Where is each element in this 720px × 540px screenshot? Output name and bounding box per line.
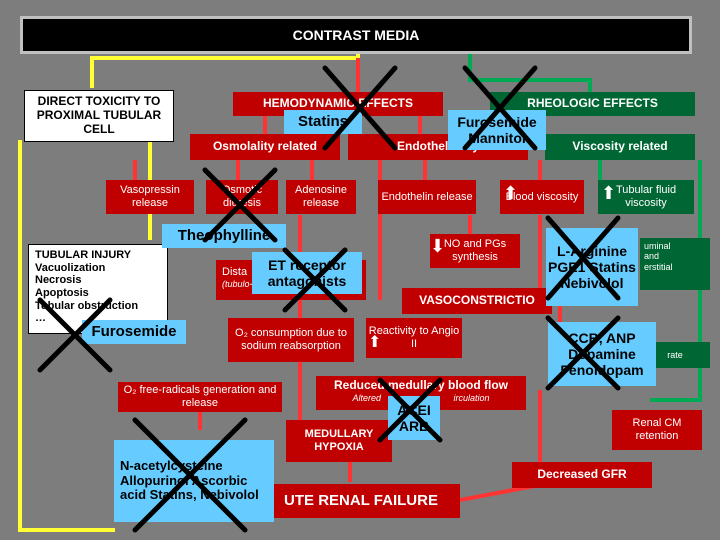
osmolality-text: Osmolality related bbox=[212, 139, 318, 154]
adenosine-box: Adenosine release bbox=[286, 180, 356, 214]
x-mark-icon bbox=[545, 315, 621, 391]
yellow-connector bbox=[18, 140, 115, 532]
direct-toxicity-text: DIRECT TOXICITY TO PROXIMAL TUBULAR CELL bbox=[36, 94, 162, 136]
acute-failure-text: UTE RENAL FAILURE bbox=[284, 492, 438, 510]
vasoconstriction-box: VASOCONSTRICTIO bbox=[402, 288, 552, 314]
o2-consumption-box: O₂ consumption due to sodium reabsorptio… bbox=[228, 318, 354, 362]
viscosity-related-text: Viscosity related bbox=[572, 139, 668, 154]
endothelin-box: Endothelin release bbox=[378, 180, 476, 214]
tubulo-text: (tubulo- bbox=[222, 278, 253, 289]
green-connector bbox=[468, 50, 592, 92]
x-mark-icon bbox=[37, 297, 113, 373]
x-mark-icon bbox=[322, 65, 398, 151]
rate-text: rate bbox=[667, 349, 683, 360]
tubular-injury-item: Tubular obstruction bbox=[35, 299, 139, 312]
distal-text: Dista bbox=[222, 266, 248, 278]
statins-overlay: Statins bbox=[284, 110, 362, 134]
x-mark-icon bbox=[202, 167, 278, 243]
circulation-text: irculation bbox=[453, 392, 490, 403]
nac-overlay: N-acetylcysteine Allopurinol Ascorbic ac… bbox=[114, 440, 274, 522]
decreased-gfr-text: Decreased GFR bbox=[537, 467, 627, 482]
free-radicals-box: O₂ free-radicals generation and release bbox=[118, 382, 282, 412]
direct-toxicity-box: DIRECT TOXICITY TO PROXIMAL TUBULAR CELL bbox=[24, 90, 174, 142]
adenosine-text: Adenosine release bbox=[295, 184, 347, 209]
x-mark-icon bbox=[282, 247, 348, 313]
x-mark-icon bbox=[377, 377, 443, 443]
altered-text: Altered bbox=[352, 392, 381, 403]
up-arrow-icon: ⬆ bbox=[503, 183, 519, 203]
hemodynamic-effects-text: HEMODYNAMIC EFFECTS bbox=[263, 96, 413, 111]
up-arrow-icon: ⬆ bbox=[601, 183, 617, 203]
intraluminal-text: and bbox=[644, 251, 660, 262]
furosemide-overlay: Furosemide bbox=[82, 320, 186, 344]
renal-cm-box: Renal CM retention bbox=[612, 410, 702, 450]
statins-text: Statins bbox=[297, 113, 348, 131]
blood-viscosity-text: Blood viscosity bbox=[505, 190, 579, 203]
reactivity-box: Reactivity to Angio II bbox=[366, 318, 462, 358]
title-banner: CONTRAST MEDIA bbox=[20, 16, 692, 54]
no-pgs-text: NO and PGs synthesis bbox=[443, 238, 507, 263]
decreased-gfr-box: Decreased GFR bbox=[512, 462, 652, 488]
reactivity-text: Reactivity to Angio II bbox=[368, 325, 460, 350]
title-text: CONTRAST MEDIA bbox=[292, 26, 420, 43]
renal-cm-text: Renal CM retention bbox=[632, 417, 682, 442]
x-mark-icon bbox=[462, 65, 538, 151]
tubular-injury-item: Vacuolization bbox=[35, 261, 106, 274]
acute-failure-box: UTE RENAL FAILURE bbox=[262, 484, 460, 518]
blood-viscosity-box: Blood viscosity bbox=[500, 180, 584, 214]
vasoconstriction-text: VASOCONSTRICTIO bbox=[419, 293, 535, 308]
no-pgs-box: NO and PGs synthesis bbox=[430, 234, 520, 268]
intraluminal-text: erstitial bbox=[644, 261, 673, 272]
intraluminal-text: uminal bbox=[644, 241, 671, 251]
yellow-connector bbox=[90, 50, 360, 88]
tubular-injury-item: Apoptosis bbox=[35, 286, 89, 299]
endothelin-text: Endothelin release bbox=[381, 190, 473, 203]
x-mark-icon bbox=[132, 417, 248, 533]
theophylline-text: Theophylline bbox=[177, 227, 271, 245]
viscosity-related-box: Viscosity related bbox=[545, 134, 695, 160]
tubular-injury-head: TUBULAR INJURY bbox=[35, 249, 132, 261]
medullary-hypoxia-text: MEDULLARY HYPOXIA bbox=[304, 428, 374, 453]
intraluminal-box: uminal and erstitial bbox=[640, 238, 710, 290]
furosemide-text: Furosemide bbox=[91, 323, 177, 341]
tubular-fluid-text: Tubular fluid viscosity bbox=[615, 184, 677, 209]
vasopressin-box: Vasopressin release bbox=[106, 180, 194, 214]
rheologic-effects-text: RHEOLOGIC EFFECTS bbox=[527, 96, 658, 111]
osmolality-box: Osmolality related bbox=[190, 134, 340, 160]
reduced-flow-text: Reduced medullary blood flow bbox=[333, 378, 509, 392]
free-radicals-text: O₂ free-radicals generation and release bbox=[123, 384, 277, 409]
tubular-injury-box: TUBULAR INJURY Vacuolization Necrosis Ap… bbox=[28, 244, 168, 334]
tubular-injury-item: Necrosis bbox=[35, 274, 82, 287]
up-arrow-icon: ⬆ bbox=[368, 334, 382, 351]
o2-consumption-text: O₂ consumption due to sodium reabsorptio… bbox=[235, 327, 347, 352]
vasopressin-text: Vasopressin release bbox=[120, 184, 180, 209]
down-arrow-icon: ⬇ bbox=[430, 236, 446, 256]
tubular-injury-item: … bbox=[35, 312, 46, 325]
x-mark-icon bbox=[545, 215, 621, 301]
medullary-hypoxia-box: MEDULLARY HYPOXIA bbox=[286, 420, 392, 462]
tubular-fluid-box: Tubular fluid viscosity bbox=[598, 180, 694, 214]
